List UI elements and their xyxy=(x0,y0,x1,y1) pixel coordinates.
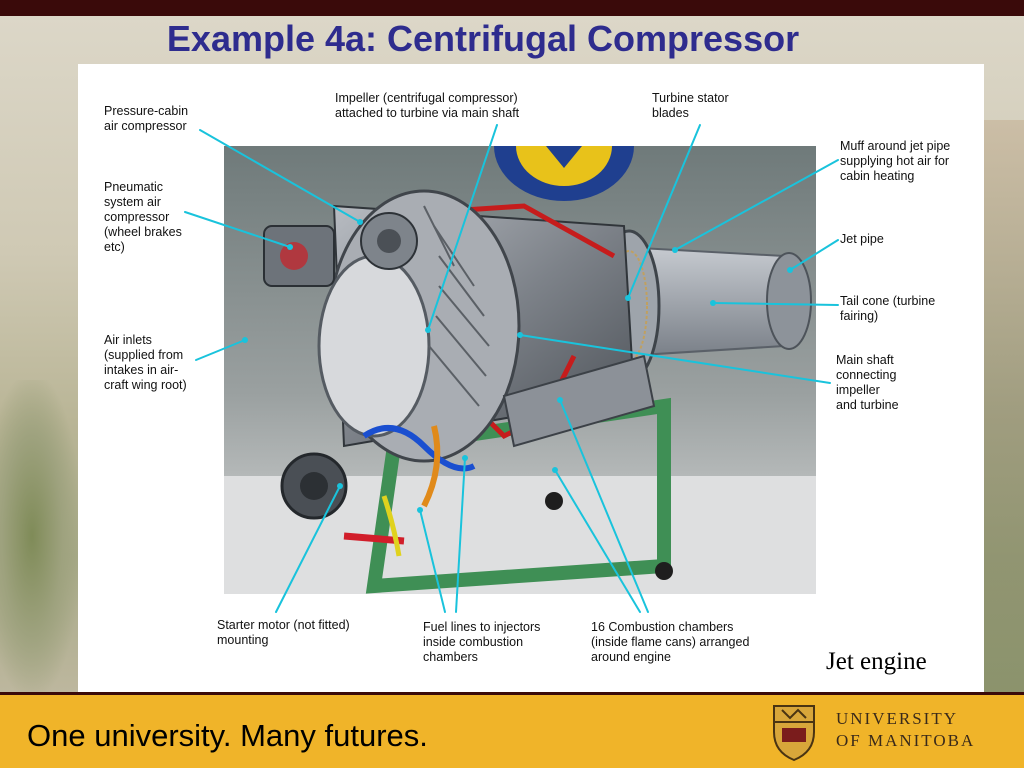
figure-caption: Jet engine xyxy=(826,648,927,675)
label-main-shaft: Main shaft connecting impeller and turbi… xyxy=(836,353,899,412)
university-crest-icon xyxy=(773,705,815,762)
label-combustion-chambers: 16 Combustion chambers (inside flame can… xyxy=(591,620,750,664)
label-jet-pipe: Jet pipe xyxy=(840,232,884,246)
label-muff-jet-pipe: Muff around jet pipe supplying hot air f… xyxy=(840,139,951,183)
jet-engine-photo xyxy=(224,146,816,594)
label-pressure-cabin-compressor: Pressure-cabin air compressor xyxy=(104,104,189,133)
footer-divider xyxy=(0,692,1024,695)
footer-tagline: One university. Many futures. xyxy=(27,718,428,753)
label-tail-cone: Tail cone (turbine fairing) xyxy=(840,294,936,323)
university-wordmark: UNIVERSITY OF MANITOBA xyxy=(836,708,975,752)
label-impeller: Impeller (centrifugal compressor) attach… xyxy=(335,91,520,120)
label-fuel-lines: Fuel lines to injectors inside combustio… xyxy=(423,620,541,664)
university-name-line1: UNIVERSITY xyxy=(836,709,958,728)
label-turbine-stator-blades: Turbine stator blades xyxy=(652,91,729,120)
label-air-inlets: Air inlets (supplied from intakes in air… xyxy=(104,333,187,392)
top-bar xyxy=(0,0,1024,16)
background-foliage-left xyxy=(0,380,80,692)
slide-title: Example 4a: Centrifugal Compressor xyxy=(166,18,800,59)
university-name-line2: OF MANITOBA xyxy=(836,731,976,750)
label-pneumatic-compressor: Pneumatic system air compressor (wheel b… xyxy=(104,180,182,254)
footer-bar xyxy=(0,692,1024,768)
label-starter-motor: Starter motor (not fitted) mounting xyxy=(217,618,350,647)
